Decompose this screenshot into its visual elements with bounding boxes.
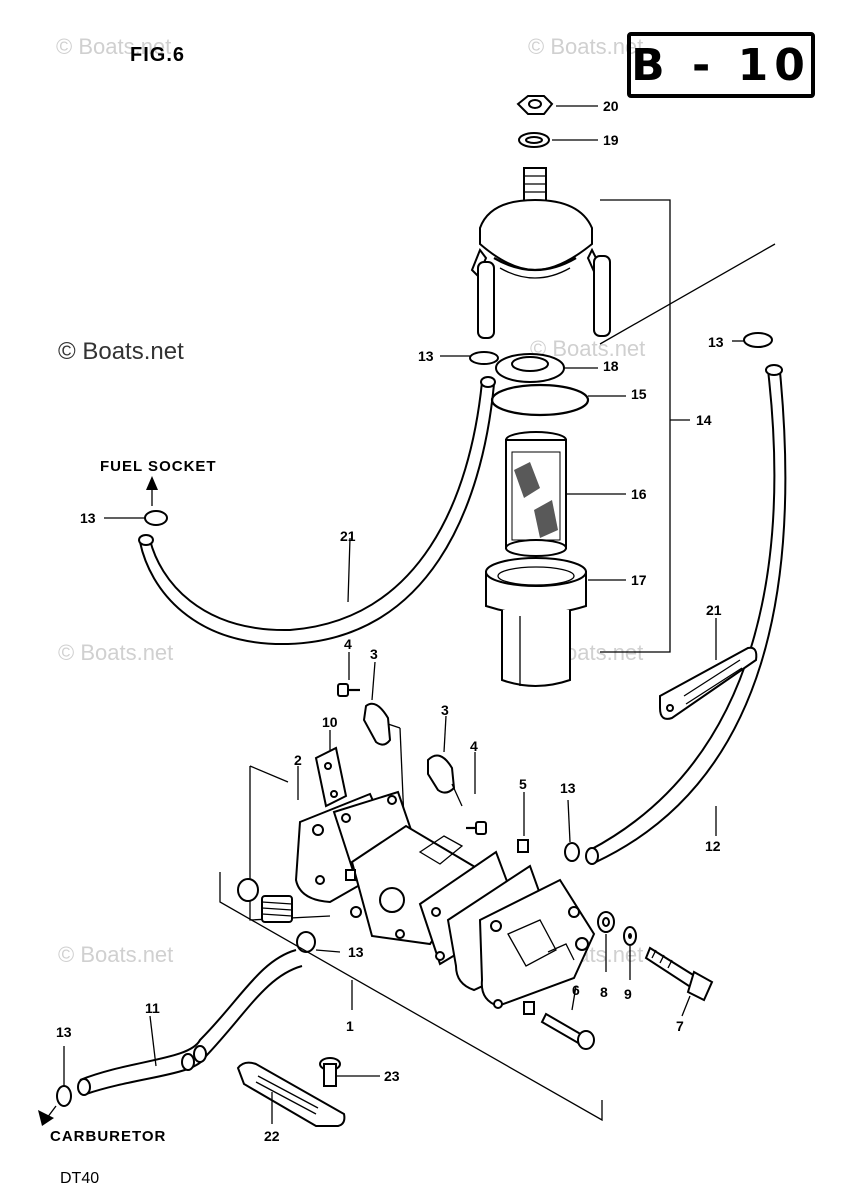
- clip-13: [296, 931, 341, 953]
- clip-13: [104, 510, 168, 526]
- nut: [523, 1001, 535, 1015]
- callout-10: 10: [322, 714, 338, 730]
- clip-13: [732, 332, 773, 348]
- watermark: © Boats.net: [58, 942, 174, 967]
- clip-13: [56, 1046, 72, 1107]
- callout-13: 13: [418, 348, 434, 364]
- callout-14: 14: [696, 412, 712, 428]
- callout-9: 9: [624, 986, 632, 1002]
- hose-12: [585, 364, 787, 865]
- washer: [237, 878, 259, 902]
- bolt-23: [319, 1057, 380, 1087]
- bowl-17: [485, 557, 626, 687]
- callout-18: 18: [603, 358, 619, 374]
- leader-6: [571, 985, 577, 1011]
- washer-8: [597, 911, 615, 933]
- callout-8: 8: [600, 984, 608, 1000]
- washer-9: [623, 926, 637, 946]
- callout-13: 13: [560, 780, 576, 796]
- fuel-socket-caption: FUEL SOCKET: [100, 458, 217, 475]
- callout-11: 11: [145, 1000, 160, 1016]
- callout-20: 20: [603, 98, 619, 114]
- leader-11: [149, 1015, 157, 1067]
- callout-21: 21: [340, 528, 356, 544]
- fuel-socket-arrow-icon: [146, 476, 158, 506]
- callout-13: 13: [80, 510, 96, 526]
- nut-5: [517, 792, 529, 853]
- callout-3: 3: [370, 646, 378, 662]
- callout-1: 1: [346, 1018, 354, 1034]
- screw-4: [466, 752, 487, 835]
- hose-11: [77, 949, 303, 1096]
- washer-19: [518, 132, 598, 148]
- filter-element-16: [505, 431, 626, 557]
- figure-title: FIG.6: [130, 44, 186, 66]
- o-ring-15: [490, 383, 626, 417]
- screw-6: [540, 1012, 595, 1050]
- watermark: © Boats.net: [528, 34, 644, 59]
- callout-2: 2: [294, 752, 302, 768]
- strap-22: [236, 1061, 346, 1127]
- hose-21: [138, 376, 496, 646]
- pump-cover-front: [478, 878, 596, 1009]
- leader-21: [347, 537, 351, 603]
- nut-20: [516, 95, 598, 115]
- carburetor-caption: CARBURETOR: [50, 1128, 167, 1145]
- clip-13: [440, 351, 499, 365]
- callout-13: 13: [56, 1024, 72, 1040]
- callout-21: 21: [706, 602, 722, 618]
- callout-13: 13: [708, 334, 724, 350]
- callout-12: 12: [705, 838, 721, 854]
- nut: [345, 869, 356, 881]
- spring: [261, 895, 293, 923]
- callout-23: 23: [384, 1068, 400, 1084]
- watermark: © Boats.net: [56, 34, 172, 59]
- clip-13: [564, 799, 580, 862]
- callout-13: 13: [348, 944, 364, 960]
- callout-7: 7: [676, 1018, 684, 1034]
- callout-5: 5: [519, 776, 527, 792]
- carburetor-arrow-icon: [38, 1105, 57, 1126]
- bracket-14: [600, 199, 671, 653]
- callout-17: 17: [631, 572, 647, 588]
- bolt-7: [644, 946, 714, 1002]
- callout-15: 15: [631, 386, 647, 402]
- callout-16: 16: [631, 486, 647, 502]
- model-label: DT40: [60, 1170, 100, 1187]
- bracket-1: [219, 872, 603, 1122]
- filter-cap: [470, 167, 611, 339]
- callout-22: 22: [264, 1128, 280, 1144]
- callout-6: 6: [572, 982, 580, 998]
- callout-4: 4: [344, 636, 352, 652]
- plate-3: [427, 715, 463, 807]
- plate-number: B - 10: [627, 32, 815, 98]
- gasket-18: [495, 353, 598, 383]
- strap-21: [659, 618, 758, 720]
- callout-4: 4: [470, 738, 478, 754]
- callout-19: 19: [603, 132, 619, 148]
- screw-4: [337, 652, 360, 697]
- leader-7: [681, 995, 691, 1017]
- callout-3: 3: [441, 702, 449, 718]
- watermark: © Boats.net: [58, 338, 184, 365]
- watermark: © Boats.net: [58, 640, 174, 665]
- plate-10: [314, 730, 348, 808]
